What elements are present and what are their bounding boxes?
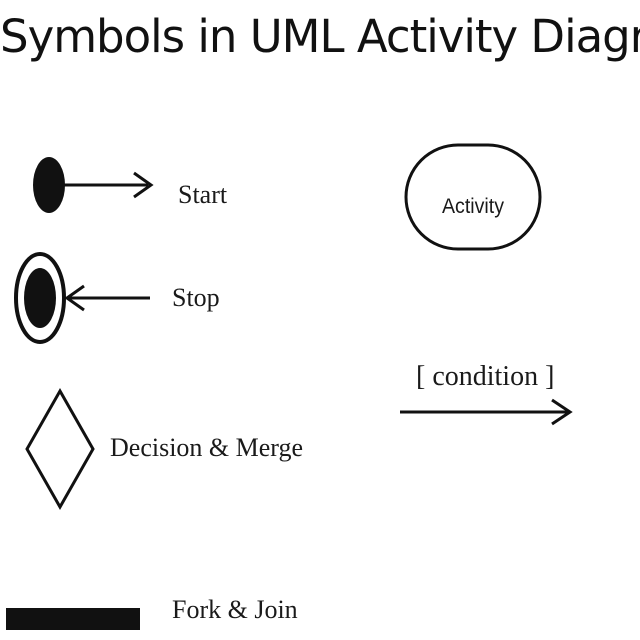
stop-node-inner-circle: [24, 268, 56, 328]
transition-arrow-head: [551, 398, 573, 426]
start-label: Start: [178, 180, 228, 209]
start-arrow-head: [133, 171, 154, 199]
stop-label: Stop: [172, 283, 220, 312]
decision-diamond: [25, 387, 95, 511]
condition-label: [ condition ]: [416, 361, 555, 392]
diagram-title: Symbols in UML Activity Diagrams: [0, 10, 640, 63]
activity-label: Activity: [442, 195, 504, 218]
start-node-circle: [33, 157, 65, 213]
stop-node-outer-ring: [14, 252, 66, 344]
activity-symbol: Activity: [404, 143, 542, 251]
fork-join-bar: [6, 608, 140, 630]
fork-join-label: Fork & Join: [172, 595, 298, 624]
transition-symbol: [400, 398, 573, 426]
start-symbol: [33, 157, 154, 213]
stop-arrow-head: [64, 284, 85, 312]
decision-label: Decision & Merge: [110, 433, 304, 462]
stop-symbol: [14, 252, 150, 344]
activity-box: [404, 143, 542, 251]
